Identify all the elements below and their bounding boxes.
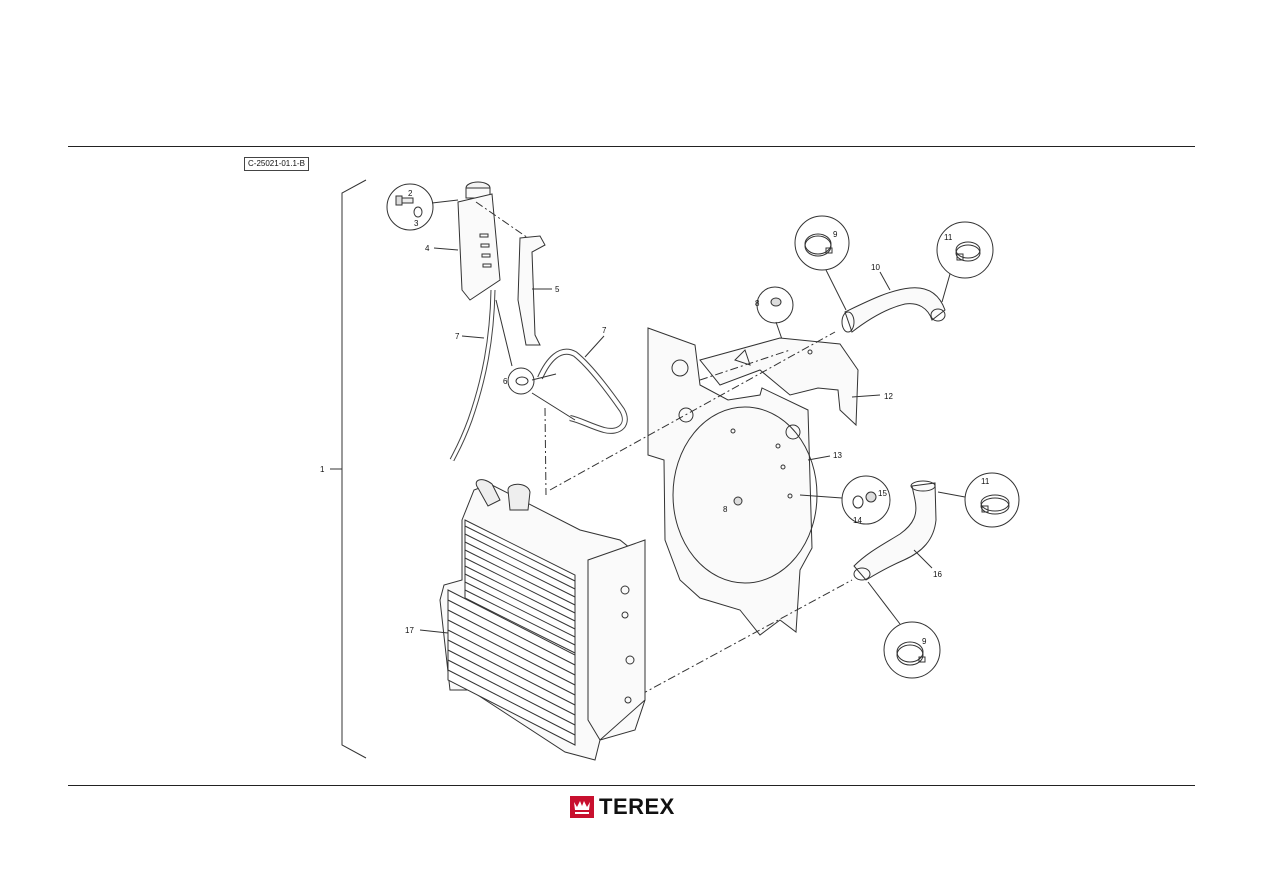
detail-circle-clamp [794,215,850,271]
hose-clamp-icon [804,233,833,257]
hose-clamp-icon [896,641,926,666]
leader-line [825,269,847,311]
callout-16: 16 [933,570,942,579]
grommet-icon [770,297,782,307]
callout-13: 13 [833,451,842,460]
upper-radiator-hose-part [841,287,946,333]
callout-3: 3 [414,219,419,228]
detail-circle-bolt-washer [386,183,434,231]
header-rule [68,146,1195,147]
leader-line [913,549,933,569]
terex-crown-logo-icon [570,796,594,818]
callout-1: 1 [320,465,325,474]
assembly-bracket [341,179,367,759]
coolant-hose-part [537,348,628,434]
leader-line [419,629,449,634]
callout-15: 15 [878,489,887,498]
leader-line [495,299,513,367]
bolt-icon [395,195,414,206]
leader-line [461,335,485,339]
leader-line [584,335,605,358]
leader-line [531,392,576,421]
centerline [475,201,529,239]
callout-6: 6 [503,377,508,386]
detail-circle-clamp [964,472,1020,528]
callout-9-bottom: 9 [922,637,927,646]
footer-rule [68,785,1195,786]
callout-7-hose-curved: 7 [602,326,607,335]
callout-2: 2 [408,189,413,198]
leader-line [799,494,843,499]
figure-code-label: C-25021-01.1-B [244,157,309,171]
centerline [549,331,836,491]
hose-clamp-icon [515,376,529,386]
leader-line [531,373,557,381]
detail-circle-clamp [883,621,941,679]
leader-line [433,247,459,251]
callout-10: 10 [871,263,880,272]
hose-clamp-icon [955,241,981,262]
centerline [544,407,547,496]
callout-4: 4 [425,244,430,253]
radiator-core-part [439,479,646,761]
callout-11-top: 11 [944,233,953,242]
callout-8-top: 8 [755,299,760,308]
callout-17: 17 [405,626,414,635]
brand-logo: TEREX [570,794,675,819]
callout-14: 14 [853,516,862,525]
callout-11-bottom: 11 [981,477,990,486]
tank-bracket-part [517,235,546,346]
leader-line [941,273,951,303]
hose-clamp-icon [980,494,1010,515]
detail-circle-grommet [756,286,794,324]
washer-icon [852,495,864,509]
leader-line [937,491,966,498]
coolant-hose-part [449,289,496,462]
detail-circle-clamp [507,367,535,395]
leader-line [867,581,901,625]
expansion-tank-part [457,181,501,301]
leader-line [431,199,459,204]
nut-icon [865,491,877,503]
washer-icon [413,206,423,218]
callout-12: 12 [884,392,893,401]
detail-circle-clamp [936,221,994,279]
upper-bracket-part [699,337,859,427]
fan-shroud-part [647,327,818,636]
callout-9-top: 9 [833,230,838,239]
detail-circle-nut-washer [841,475,891,525]
callout-5: 5 [555,285,560,294]
leader-line [807,455,831,461]
leader-line [851,394,881,398]
grommet-icon [733,496,743,506]
callout-8-shroud: 8 [723,505,728,514]
brand-name: TEREX [599,794,675,819]
lower-radiator-hose-part [853,480,937,581]
callout-7-hose-long: 7 [455,332,460,341]
leader-line [879,271,891,291]
